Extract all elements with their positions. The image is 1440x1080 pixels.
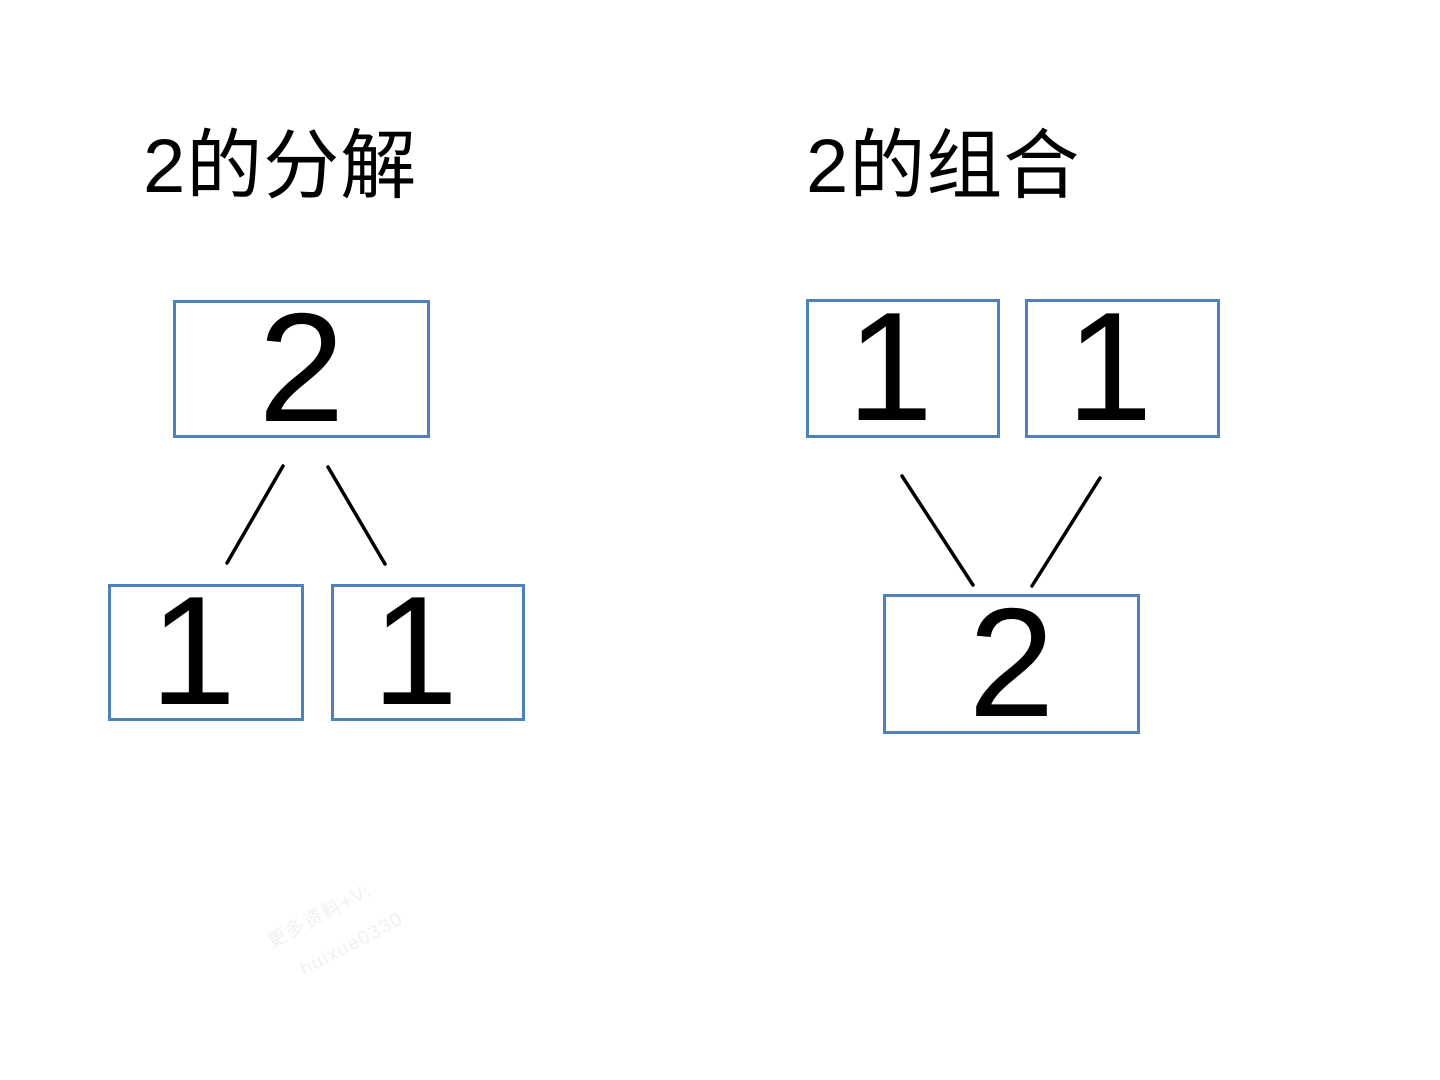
decomposition-bottom-right-box: 1 xyxy=(331,573,525,728)
title-composition: 2的组合 xyxy=(806,124,1081,209)
decomposition-branch-left-line xyxy=(225,464,285,565)
composition-top-left-box: 1 xyxy=(806,289,1000,444)
decomposition-bottom-left-box: 1 xyxy=(108,573,304,728)
title-decomposition: 2的分解 xyxy=(143,124,418,209)
decomposition-top-number: 2 xyxy=(258,280,345,454)
composition-top-left-number: 1 xyxy=(846,280,934,453)
watermark: 更多资料+V: huixue0330 xyxy=(260,865,412,996)
composition-top-right-box: 1 xyxy=(1025,289,1220,444)
composition-bottom-box: 2 xyxy=(883,585,1140,740)
composition-bottom-number: 2 xyxy=(968,575,1055,749)
composition-branch-right-line xyxy=(1030,476,1102,588)
composition-branch-left-line xyxy=(900,474,975,587)
decomposition-top-box: 2 xyxy=(173,290,430,445)
decomposition-bottom-left-number: 1 xyxy=(149,564,237,737)
decomposition-bottom-right-number: 1 xyxy=(371,564,459,737)
composition-top-right-number: 1 xyxy=(1066,280,1153,453)
decomposition-branch-right-line xyxy=(326,465,387,566)
